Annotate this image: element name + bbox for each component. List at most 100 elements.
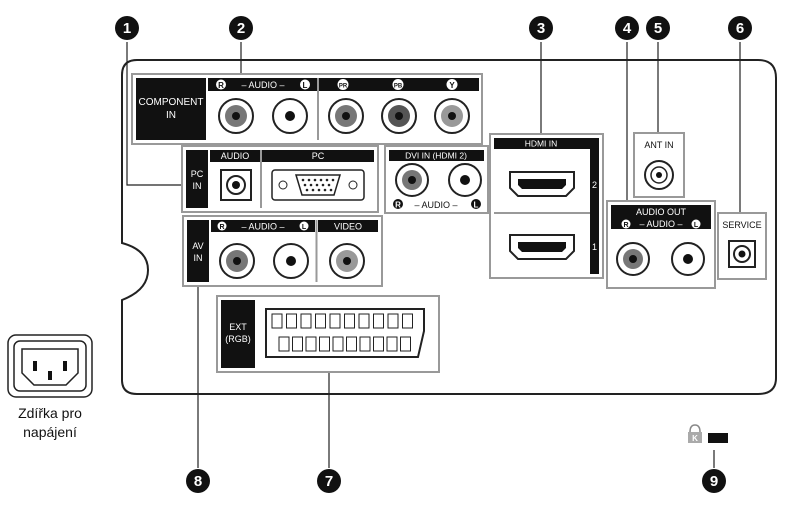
svg-text:HDMI IN: HDMI IN	[525, 139, 558, 149]
pc-vga-port[interactable]	[271, 169, 365, 201]
callout-8: 8	[186, 469, 210, 493]
av-video-jack[interactable]	[329, 243, 365, 279]
svg-text:4: 4	[623, 20, 632, 37]
scart-pin	[315, 313, 326, 329]
scart-pin	[373, 336, 384, 352]
svg-text:L: L	[474, 201, 479, 210]
svg-text:VIDEO: VIDEO	[334, 222, 362, 232]
scart-port[interactable]	[265, 308, 425, 358]
scart-pin	[400, 336, 411, 352]
component-pr-jack[interactable]	[328, 98, 364, 134]
svg-text:1: 1	[592, 242, 597, 252]
audio-out-group: AUDIO OUT R – AUDIO – L	[606, 200, 716, 289]
dvi-audio-l-jack[interactable]	[448, 163, 482, 197]
svg-text:R: R	[219, 224, 224, 231]
svg-text:3: 3	[537, 20, 545, 37]
scart-pin	[344, 313, 355, 329]
svg-text:2: 2	[237, 20, 245, 37]
power-socket	[7, 334, 93, 398]
callout-4: 4	[615, 16, 639, 40]
kensington-slot[interactable]	[708, 433, 728, 443]
svg-text:5: 5	[654, 20, 662, 37]
component-label: COMPONENT	[139, 97, 204, 108]
av-in-group: AV IN R – AUDIO – L VIDEO	[182, 215, 383, 287]
svg-text:L: L	[302, 224, 307, 231]
svg-text:7: 7	[325, 473, 333, 490]
leader-lines	[126, 42, 741, 468]
svg-text:DVI IN (HDMI 2): DVI IN (HDMI 2)	[405, 151, 467, 161]
scart-pin	[359, 336, 371, 352]
ant-in-group: ANT IN	[633, 132, 685, 198]
callout-badges: 1 2 3 4 5 6 7 8 9	[115, 16, 752, 493]
svg-text:IN: IN	[166, 110, 176, 121]
audio-out-l-jack[interactable]	[671, 242, 705, 276]
scart-pin	[329, 313, 341, 329]
component-audio-l-jack[interactable]	[272, 98, 308, 134]
dvi-audio-r-jack[interactable]	[395, 163, 429, 197]
scart-pin	[346, 336, 357, 352]
hdmi-2-port[interactable]	[509, 171, 575, 197]
callout-5: 5	[646, 16, 670, 40]
component-y-jack[interactable]	[434, 98, 470, 134]
callout-7: 7	[317, 469, 341, 493]
component-audio-r-jack[interactable]	[218, 98, 254, 134]
scart-pin	[319, 336, 330, 352]
scart-pin	[387, 313, 399, 329]
svg-text:L: L	[694, 222, 699, 229]
svg-text:– AUDIO –: – AUDIO –	[241, 222, 284, 232]
callout-1: 1	[115, 16, 139, 40]
svg-text:1: 1	[123, 20, 131, 37]
svg-text:SERVICE: SERVICE	[722, 220, 761, 230]
callout-2: 2	[229, 16, 253, 40]
svg-text:AUDIO OUT: AUDIO OUT	[636, 207, 687, 217]
svg-text:ANT IN: ANT IN	[644, 140, 673, 150]
scart-pin	[373, 313, 384, 329]
svg-text:9: 9	[710, 473, 718, 490]
hdmi-1-port[interactable]	[509, 234, 575, 260]
svg-text:IN: IN	[193, 181, 202, 191]
callout-9: 9	[702, 469, 726, 493]
svg-text:– AUDIO –: – AUDIO –	[414, 200, 457, 210]
av-audio-l-jack[interactable]	[273, 243, 309, 279]
scart-pin	[386, 336, 398, 352]
audio-out-r-jack[interactable]	[616, 242, 650, 276]
svg-text:6: 6	[736, 20, 744, 37]
svg-text:AUDIO: AUDIO	[221, 151, 250, 161]
scart-pin	[292, 336, 303, 352]
kensington-lock-icon: K	[688, 424, 702, 443]
pc-audio-jack[interactable]	[220, 169, 252, 201]
component-pb-jack[interactable]	[381, 98, 417, 134]
scart-pin	[305, 336, 317, 352]
svg-text:R: R	[623, 222, 628, 229]
hdmi-in-group: HDMI IN 2 1	[489, 133, 604, 279]
scart-pin	[332, 336, 344, 352]
scart-pin	[286, 313, 297, 329]
svg-text:IN: IN	[194, 253, 203, 263]
ant-in-jack[interactable]	[644, 160, 674, 190]
panel-outline	[121, 59, 777, 395]
callout-3: 3	[529, 16, 553, 40]
scart-pin	[402, 313, 413, 329]
ext-rgb-group: EXT (RGB)	[216, 295, 440, 373]
svg-text:2: 2	[592, 180, 597, 190]
pc-in-group: PC IN AUDIO PC	[181, 145, 379, 213]
service-jack[interactable]	[728, 240, 756, 268]
power-caption-line1: Zdířka pro	[18, 405, 82, 421]
svg-text:8: 8	[194, 473, 202, 490]
scart-pin	[271, 313, 283, 329]
component-in-group: COMPONENT IN R – AUDIO – L PR PB Y	[131, 73, 483, 145]
svg-text:(RGB): (RGB)	[225, 334, 251, 344]
svg-text:Y: Y	[449, 81, 455, 90]
av-audio-r-jack[interactable]	[219, 243, 255, 279]
svg-text:PC: PC	[312, 151, 325, 161]
av-in-label: AV	[192, 241, 203, 251]
svg-text:PR: PR	[339, 84, 348, 90]
dvi-in-group: DVI IN (HDMI 2) R – AUDIO – L	[384, 145, 489, 214]
ext-rgb-label: EXT	[229, 322, 247, 332]
callout-6: 6	[728, 16, 752, 40]
svg-text:R: R	[218, 81, 224, 90]
scart-pin	[278, 336, 290, 352]
power-caption-line2: napájení	[23, 424, 77, 440]
svg-text:L: L	[303, 81, 308, 90]
